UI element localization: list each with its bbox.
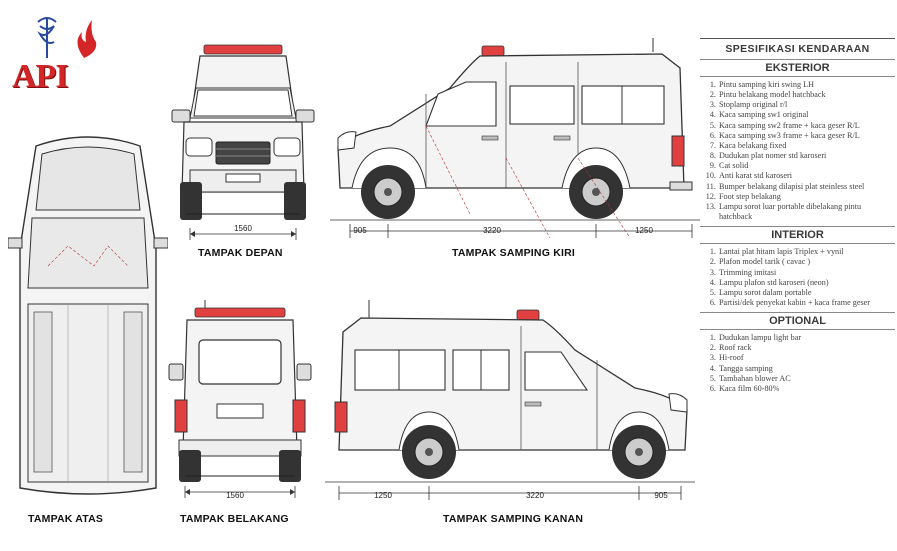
list-item: Tambahan blower AC bbox=[718, 374, 895, 384]
list-item: Cat solid bbox=[718, 161, 895, 171]
list-item: Trimming imitasi bbox=[718, 268, 895, 278]
list-item: Pintu samping kiri swing LH bbox=[718, 80, 895, 90]
list-item: Anti karat std karoseri bbox=[718, 171, 895, 181]
optional-heading: OPTIONAL bbox=[700, 312, 895, 331]
front-view-drawing bbox=[171, 44, 315, 240]
list-item: Dudukan plat nomer std karoseri bbox=[718, 151, 895, 161]
list-item: Kaca samping sw3 frame + kaca geser R/L bbox=[718, 131, 895, 141]
front-width-value: 1560 bbox=[234, 224, 252, 233]
list-item: Bumper belakang dilapisi plat steinless … bbox=[718, 182, 895, 192]
list-item: Hi-roof bbox=[718, 353, 895, 363]
interior-heading: INTERIOR bbox=[700, 226, 895, 245]
logo-text: API bbox=[12, 58, 69, 95]
left-wheelbase: 3220 bbox=[483, 226, 501, 235]
optional-list: Dudukan lampu light bar Roof rack Hi-roo… bbox=[700, 333, 895, 394]
list-item: Roof rack bbox=[718, 343, 895, 353]
list-item: Dudukan lampu light bar bbox=[718, 333, 895, 343]
list-item: Partisi/dek penyekat kabin + kaca frame … bbox=[718, 298, 895, 308]
right-dimension-labels: 1250 3220 905 bbox=[374, 491, 668, 500]
list-item: Kaca samping sw1 original bbox=[718, 110, 895, 120]
caption-left-side-view: TAMPAK SAMPING KIRI bbox=[452, 247, 575, 259]
exterior-list: Pintu samping kiri swing LH Pintu belaka… bbox=[700, 80, 895, 222]
caption-top-view: TAMPAK ATAS bbox=[28, 513, 104, 525]
caption-rear-view: TAMPAK BELAKANG bbox=[180, 513, 289, 525]
list-item: Lampu sorot luar portable dibelakang pin… bbox=[718, 202, 895, 222]
list-item: Lantai plat hitam lapis Triplex + vynil bbox=[718, 247, 895, 257]
right-rear-overhang: 1250 bbox=[374, 491, 392, 500]
list-item: Foot step belakang bbox=[718, 192, 895, 202]
list-item: Lampu sorot dalam portable bbox=[718, 288, 895, 298]
rear-view-drawing bbox=[168, 300, 312, 498]
left-side-view-drawing bbox=[330, 38, 700, 239]
caduceus-flame-logo bbox=[37, 17, 97, 58]
list-item: Lampu plafon std karoseri (neon) bbox=[718, 278, 895, 288]
interior-list: Lantai plat hitam lapis Triplex + vynil … bbox=[700, 247, 895, 308]
top-view-drawing bbox=[8, 136, 168, 495]
list-item: Plafon model tarik ( cavac ) bbox=[718, 257, 895, 267]
list-item: Tangga samping bbox=[718, 364, 895, 374]
right-front-overhang: 905 bbox=[654, 491, 668, 500]
front-width-dimension-label: 1560 bbox=[234, 224, 252, 233]
list-item: Stoplamp original r/l bbox=[718, 100, 895, 110]
rear-width-value: 1560 bbox=[226, 491, 244, 500]
list-item: Kaca samping sw2 frame + kaca geser R/L bbox=[718, 121, 895, 131]
specification-panel: SPESIFIKASI KENDARAAN EKSTERIOR Pintu sa… bbox=[700, 38, 895, 394]
list-item: Kaca belakang fixed bbox=[718, 141, 895, 151]
list-item: Pintu belakang model hatchback bbox=[718, 90, 895, 100]
left-front-overhang: 905 bbox=[353, 226, 367, 235]
spec-title: SPESIFIKASI KENDARAAN bbox=[700, 38, 895, 55]
left-dimension-labels: 905 3220 1250 bbox=[353, 226, 653, 235]
caption-right-side-view: TAMPAK SAMPING KANAN bbox=[443, 513, 584, 525]
right-side-view-drawing bbox=[325, 300, 695, 500]
rear-width-dimension-label: 1560 bbox=[226, 491, 244, 500]
left-rear-overhang: 1250 bbox=[635, 226, 653, 235]
caption-front-view: TAMPAK DEPAN bbox=[198, 247, 283, 259]
list-item: Kaca film 60-80% bbox=[718, 384, 895, 394]
exterior-heading: EKSTERIOR bbox=[700, 59, 895, 77]
right-wheelbase: 3220 bbox=[526, 491, 544, 500]
